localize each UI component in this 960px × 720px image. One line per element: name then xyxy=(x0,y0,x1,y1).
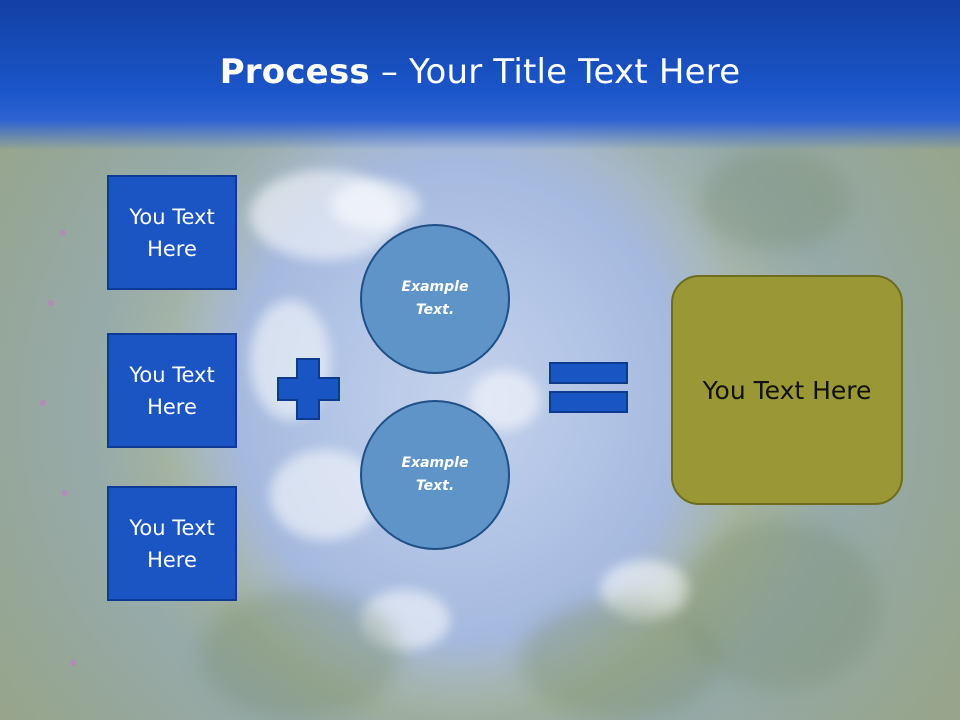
input-box-3-label: You Text Here xyxy=(129,515,215,572)
equals-icon-bottom-bar xyxy=(549,391,628,413)
example-circle-2-label: Example Text. xyxy=(401,455,469,494)
flower xyxy=(48,300,54,306)
result-box[interactable]: You Text Here xyxy=(671,275,903,505)
tree-foliage xyxy=(700,150,850,250)
equals-icon-top-bar xyxy=(549,362,628,384)
input-box-1-label: You Text Here xyxy=(129,204,215,261)
plus-icon-center-fill xyxy=(279,379,338,399)
slide-title[interactable]: Process – Your Title Text Here xyxy=(0,52,960,92)
cloud xyxy=(360,590,450,650)
tree-foliage xyxy=(680,520,880,690)
title-bar xyxy=(0,0,960,150)
input-box-3[interactable]: You Text Here xyxy=(107,486,237,601)
input-box-2[interactable]: You Text Here xyxy=(107,333,237,448)
input-box-1[interactable]: You Text Here xyxy=(107,175,237,290)
example-circle-1[interactable]: Example Text. xyxy=(360,224,510,374)
flower xyxy=(40,400,46,406)
title-rest-text: – Your Title Text Here xyxy=(369,52,741,92)
tree-foliage xyxy=(520,600,720,720)
result-box-label: You Text Here xyxy=(702,375,872,405)
flower xyxy=(62,490,68,496)
flower xyxy=(70,660,76,666)
cloud xyxy=(600,560,690,620)
flower xyxy=(60,230,66,236)
example-circle-2[interactable]: Example Text. xyxy=(360,400,510,550)
input-box-2-label: You Text Here xyxy=(129,362,215,419)
title-bold-text: Process xyxy=(219,52,370,92)
example-circle-1-label: Example Text. xyxy=(401,279,469,318)
tree-foliage xyxy=(200,590,400,720)
cloud xyxy=(330,180,420,230)
